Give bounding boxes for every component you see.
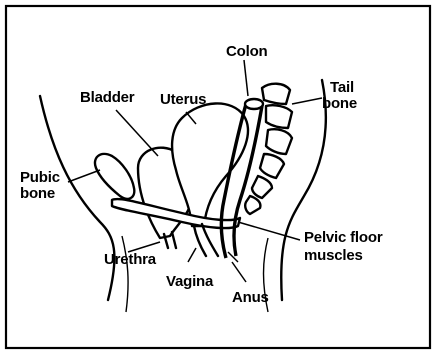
label-pelvic-floor-1: Pelvic floor: [304, 229, 383, 246]
label-colon: Colon: [226, 43, 268, 60]
label-pelvic-floor-2: muscles: [304, 247, 363, 264]
label-anus: Anus: [232, 289, 269, 306]
label-bladder: Bladder: [80, 89, 135, 106]
label-tail-bone-1: Tail: [330, 79, 354, 96]
label-vagina: Vagina: [166, 273, 214, 290]
label-urethra: Urethra: [104, 251, 157, 268]
label-pubic-bone-2: bone: [20, 185, 55, 202]
label-pubic-bone-1: Pubic: [20, 169, 60, 186]
label-uterus: Uterus: [160, 91, 206, 108]
label-tail-bone-2: bone: [322, 95, 357, 112]
colon-top: [245, 99, 263, 109]
